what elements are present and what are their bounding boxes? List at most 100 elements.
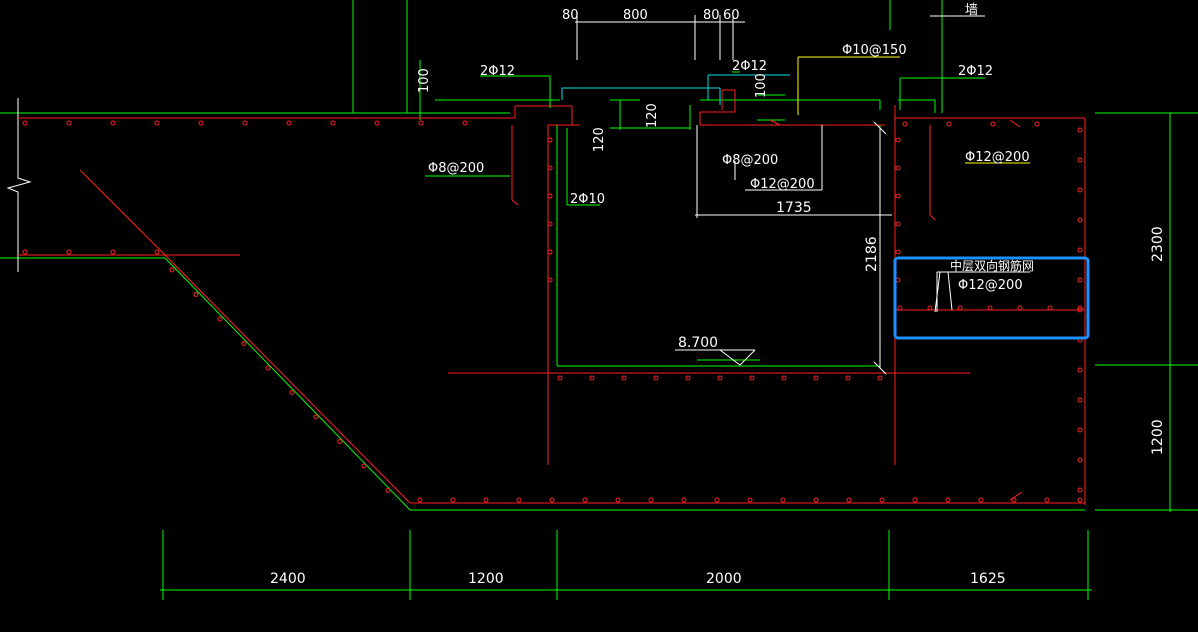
rebar-dots [22, 120, 1083, 503]
rebar-dot [648, 497, 654, 503]
dim-1200-right: 1200 [1150, 419, 1166, 455]
rebar-dot [1017, 305, 1023, 311]
rebar-dot [912, 497, 918, 503]
rebar-lines [18, 89, 1086, 505]
rebar-dot [781, 375, 787, 381]
rebar-dot [895, 165, 901, 171]
rebar-dot [946, 121, 952, 127]
label-wall: 墙 [965, 3, 978, 18]
dim-2186: 2186 [864, 236, 880, 272]
rebar-dot [547, 277, 553, 283]
rebar-dot [895, 137, 901, 143]
rebar-dot [813, 497, 819, 503]
rebar-dot [1077, 397, 1083, 403]
rebar-dot [418, 120, 424, 126]
dim-60-top: 60 [723, 8, 740, 23]
label-phi8-200-mid: Φ8@200 [722, 153, 778, 168]
rebar-dot [1077, 497, 1083, 503]
elevation-label: 8.700 [678, 335, 718, 351]
rebar-dot [615, 497, 621, 503]
rebar-dot [1077, 217, 1083, 223]
rebar-dot [154, 249, 160, 255]
rebar-dot [193, 292, 199, 297]
rebar-dot [978, 497, 984, 503]
cyan-lines [561, 74, 790, 105]
label-mid-mesh: 中层双向钢筋网 [950, 258, 1034, 273]
label-2phi12-left: 2Φ12 [480, 64, 515, 79]
rebar-dot [1077, 157, 1083, 163]
rebar-dot [897, 305, 903, 311]
rebar-dot [714, 497, 720, 503]
rebar-dot [1011, 497, 1017, 503]
label-2phi12-mid: 2Φ12 [732, 59, 767, 74]
selection-box[interactable] [893, 256, 1090, 340]
rebar-dot [169, 267, 175, 273]
rebar-dot [547, 193, 553, 199]
rebar-dot [1077, 487, 1083, 493]
dim-1200-bottom: 1200 [468, 571, 504, 587]
rebar-dot [66, 120, 72, 126]
rebar-dot [879, 497, 885, 503]
rebar-dot [22, 249, 28, 255]
rebar-dot [385, 488, 391, 493]
rebar-dot [1047, 305, 1053, 311]
rebar-dot [877, 375, 883, 381]
rebar-dot [957, 305, 963, 311]
rebar-dot [1077, 127, 1083, 133]
rebar-dot [242, 120, 248, 126]
rebar-dot [846, 497, 852, 503]
label-phi12-200-right: Φ12@200 [965, 150, 1030, 165]
rebar-dot [927, 305, 933, 311]
rebar-dot [265, 365, 271, 371]
rebar-dot [813, 375, 819, 381]
rebar-dot [747, 497, 753, 503]
rebar-dot [685, 375, 691, 381]
rebar-dot [217, 316, 223, 322]
rebar-dot [1077, 457, 1083, 463]
rebar-dot [313, 414, 319, 420]
break-line [6, 98, 32, 272]
rebar-dot [990, 121, 996, 127]
rebar-dot [902, 121, 908, 127]
rebar-dot [241, 341, 247, 346]
rebar-dot [289, 390, 295, 395]
dim-1625-bottom: 1625 [970, 571, 1006, 587]
dim-120-b: 120 [645, 103, 660, 128]
rebar-dot [653, 375, 659, 381]
rebar-dot [1077, 277, 1083, 283]
rebar-dot [582, 497, 588, 503]
rebar-dot [198, 120, 204, 126]
rebar-dot [417, 497, 423, 503]
dim-100-right: 100 [754, 73, 769, 98]
rebar-dot [547, 137, 553, 143]
rebar-dot [945, 497, 951, 503]
label-2phi10: 2Φ10 [570, 192, 605, 207]
rebar-dot [361, 463, 367, 469]
rebar-dot [1077, 307, 1083, 313]
rebar-dot [895, 277, 901, 283]
rebar-dot [110, 249, 116, 255]
rebar-dot [330, 120, 336, 126]
rebar-dot [845, 375, 851, 381]
rebar-dot [780, 497, 786, 503]
rebar-dot [547, 249, 553, 255]
rebar-dot [110, 120, 116, 126]
rebar-dot [66, 249, 72, 255]
rebar-dot [1077, 305, 1083, 311]
dim-800-top: 800 [623, 8, 648, 23]
rebar-dot [1077, 187, 1083, 193]
rebar-dot [516, 497, 522, 503]
label-phi12-200-mid: Φ12@200 [750, 177, 815, 192]
rebar-dot [549, 497, 555, 503]
dim-120-a: 120 [592, 127, 607, 152]
dim-80-top-left: 80 [562, 8, 579, 23]
rebar-dot [1044, 497, 1050, 503]
rebar-dot [717, 375, 723, 381]
rebar-dot [895, 221, 901, 227]
rebar-dot [1034, 121, 1040, 127]
rebar-dot [462, 120, 468, 126]
dim-2000-bottom: 2000 [706, 571, 742, 587]
dim-2300-right: 2300 [1150, 226, 1166, 262]
